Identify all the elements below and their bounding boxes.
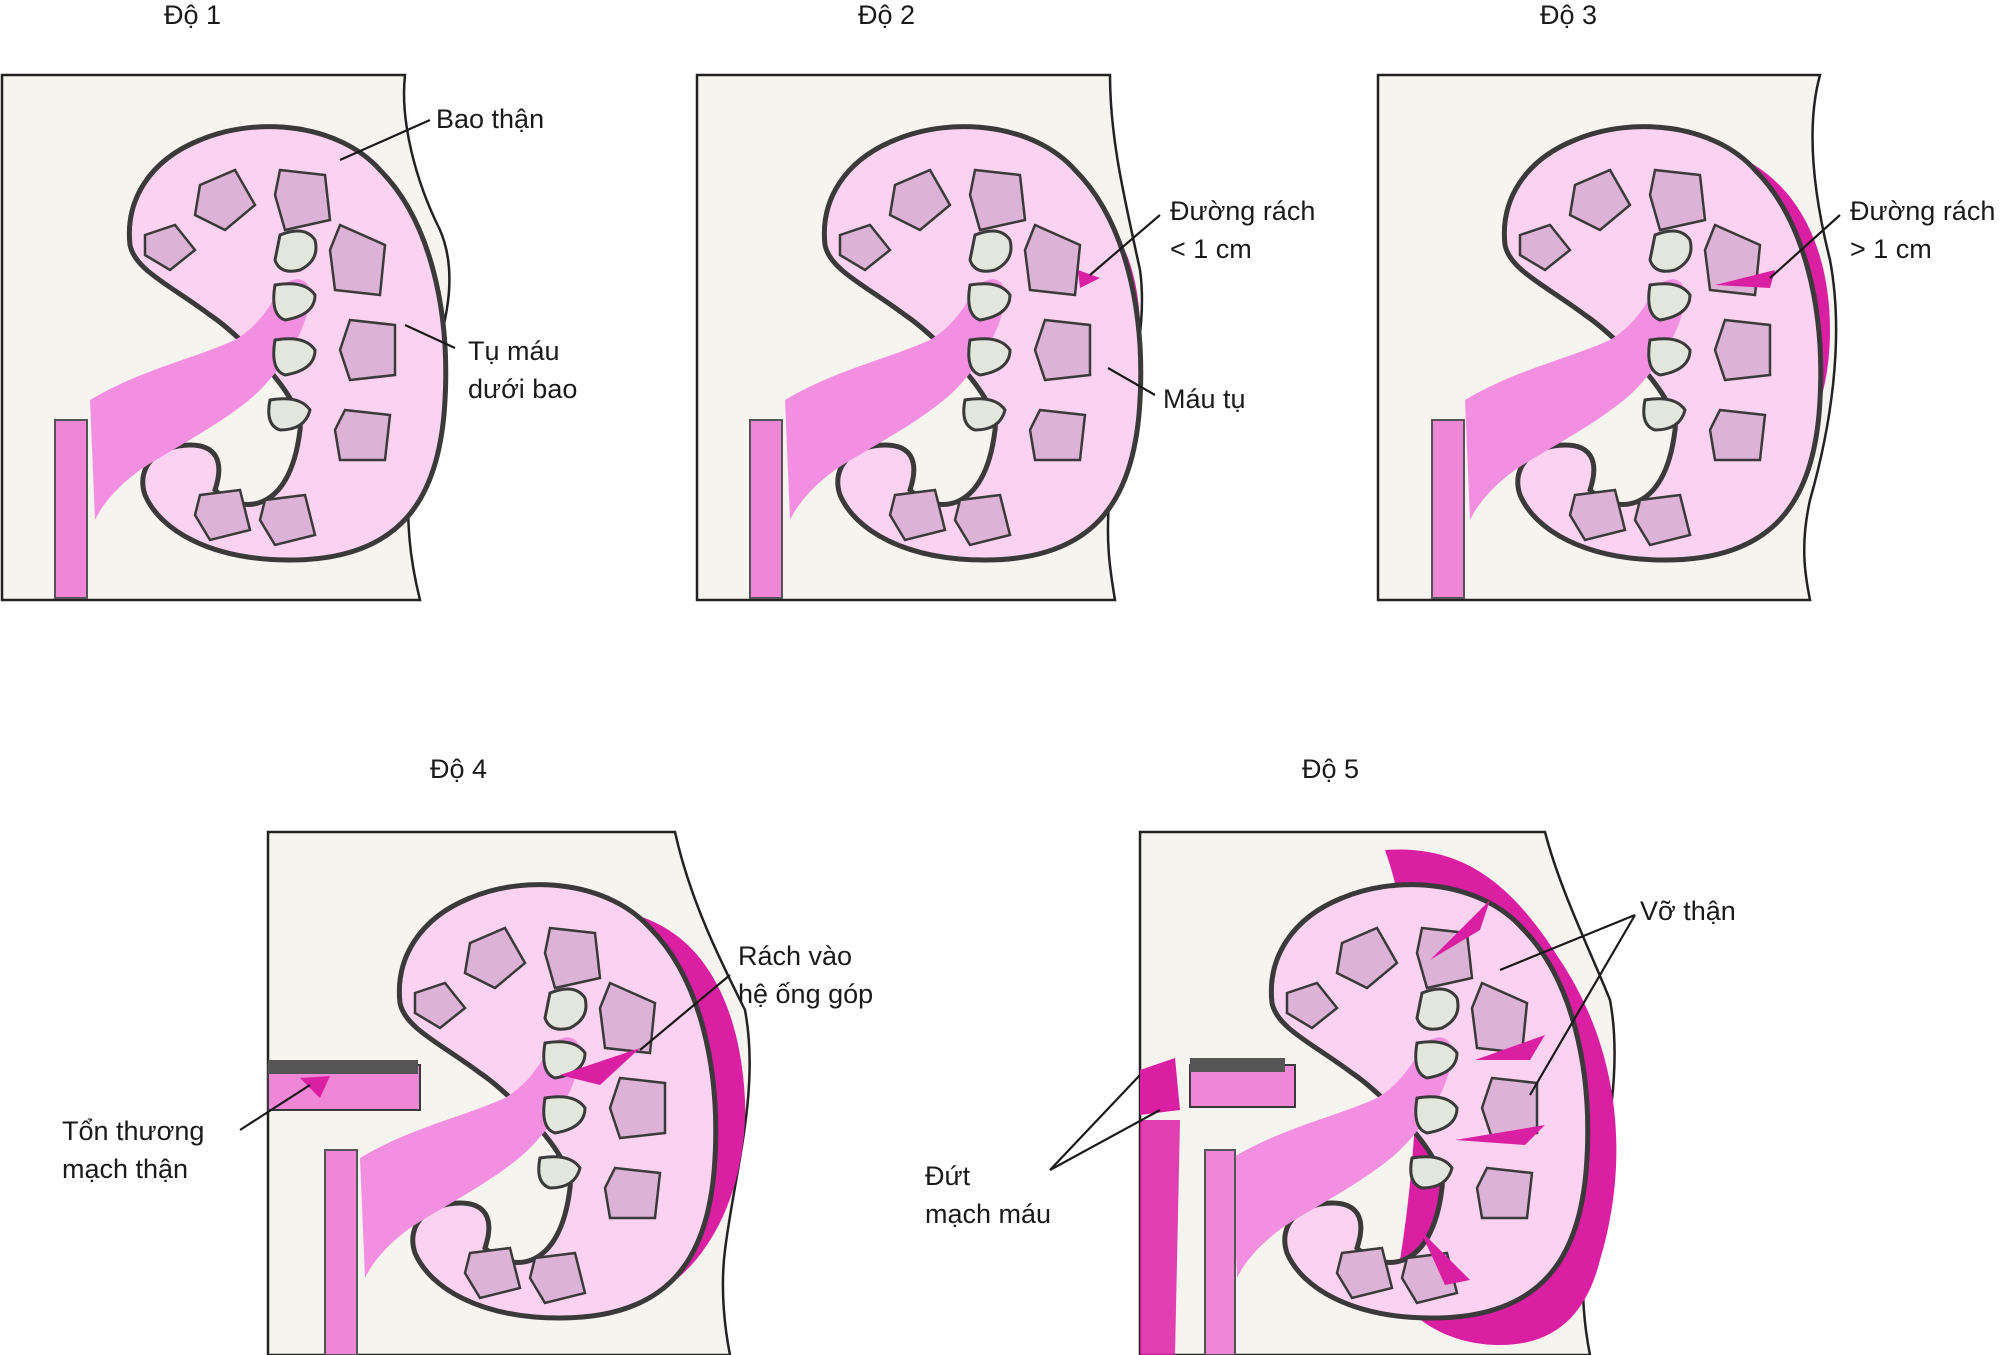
panel-grade-5: Độ 5 Vỡ thận Đứt mạch máu	[925, 754, 1736, 1355]
bleeding-along-ureter	[1140, 1120, 1180, 1355]
renal-vein	[268, 1060, 418, 1074]
fragment-fissures	[1420, 900, 1545, 1285]
label-laceration-2: < 1 cm	[1170, 234, 1252, 264]
label-avulsion-1: Đứt	[925, 1161, 971, 1191]
renal-vein	[1190, 1058, 1285, 1072]
laceration	[1078, 270, 1100, 288]
panel-title: Độ 5	[1302, 754, 1359, 784]
panel-title: Độ 1	[164, 0, 221, 30]
ureter	[1431, 419, 1465, 599]
label-laceration-2: > 1 cm	[1850, 234, 1932, 264]
ureter	[749, 419, 783, 599]
label-vascular-2: mạch thận	[62, 1154, 188, 1184]
panel-grade-2: Độ 2 Đường rách < 1 cm Máu tụ	[695, 0, 1315, 602]
avulsed-vessel-stump	[1140, 1058, 1180, 1115]
ureter	[54, 419, 88, 599]
label-hematoma-2: dưới bao	[468, 374, 577, 404]
panel-title: Độ 4	[430, 754, 487, 784]
label-laceration-1: Đường rách	[1170, 196, 1315, 226]
label-hematoma-1: Tụ máu	[468, 336, 560, 366]
label-capsule: Bao thận	[436, 104, 544, 134]
panel-grade-3: Độ 3 Đường rách > 1 cm	[1376, 0, 1995, 602]
ureter	[1204, 1149, 1236, 1355]
label-collecting-2: hệ ống góp	[738, 979, 873, 1009]
panel-title: Độ 2	[858, 0, 915, 30]
collecting-system-laceration	[560, 1048, 640, 1085]
ureter	[324, 1149, 358, 1355]
panel-grade-1: Độ 1 Bao thận Tụ máu dưới bao	[0, 0, 577, 602]
label-hematoma: Máu tụ	[1163, 384, 1246, 414]
panel-grade-4: Độ 4 Rách vào hệ ống góp Tổn thương mạch…	[62, 754, 873, 1355]
label-laceration-1: Đường rách	[1850, 196, 1995, 226]
panel-title: Độ 3	[1540, 0, 1597, 30]
label-avulsion-2: mạch máu	[925, 1199, 1051, 1229]
laceration	[1715, 270, 1775, 288]
vascular-injury	[300, 1076, 330, 1098]
label-shattered: Vỡ thận	[1640, 896, 1736, 926]
label-vascular-1: Tổn thương	[62, 1116, 204, 1146]
label-collecting-1: Rách vào	[738, 941, 852, 971]
